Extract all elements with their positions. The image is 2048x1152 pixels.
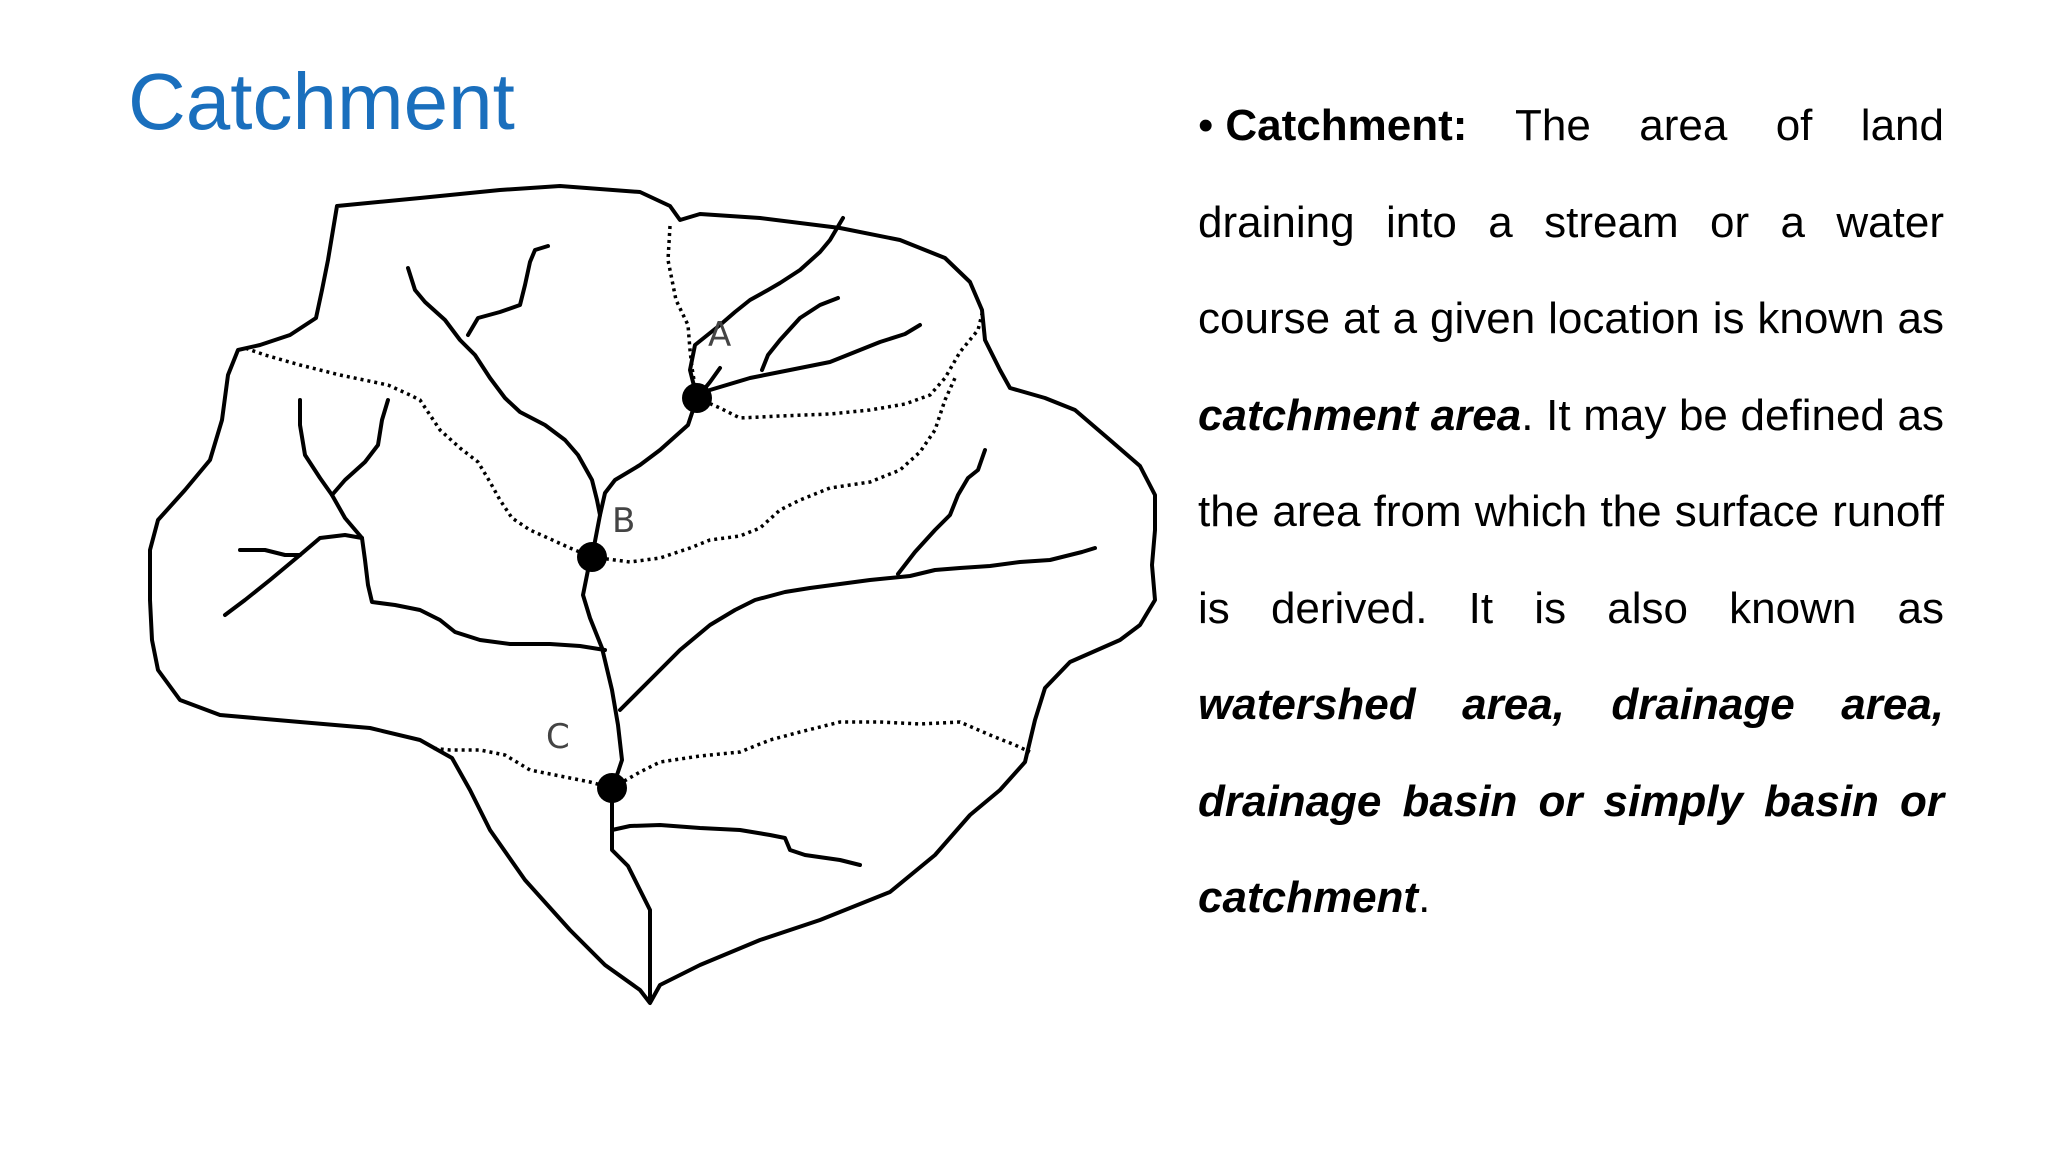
stream-a-east — [695, 323, 922, 400]
slide-title: Catchment — [128, 57, 515, 146]
catchment-diagram: A B C — [148, 184, 1157, 1005]
catchment-boundary — [148, 184, 1157, 1005]
point-a-label: A — [708, 315, 731, 355]
point-b-label: B — [612, 501, 635, 541]
divide-c — [429, 746, 613, 790]
definition-text-1: The area of land draining into a stream … — [1198, 101, 1944, 343]
point-c-marker — [597, 773, 627, 803]
definition-text-3: . — [1418, 873, 1431, 922]
point-a-marker — [682, 383, 712, 413]
definition-paragraph: •Catchment: The area of land draining in… — [1198, 78, 1944, 947]
definition-emphasis-2: watershed area, drainage area, drainage … — [1198, 680, 1944, 922]
point-b-marker — [577, 542, 607, 572]
divide-b — [244, 346, 593, 559]
main-stream — [581, 555, 652, 1002]
definition-text-2: . It may be defined as the area from whi… — [1198, 390, 1945, 633]
stream-a-north — [688, 216, 845, 400]
point-c-label: C — [546, 717, 570, 757]
definition-emphasis-1: catchment area — [1198, 390, 1522, 440]
bullet-icon: • — [1198, 101, 1214, 150]
divide-a — [666, 225, 699, 399]
definition-term: Catchment: — [1225, 101, 1468, 150]
